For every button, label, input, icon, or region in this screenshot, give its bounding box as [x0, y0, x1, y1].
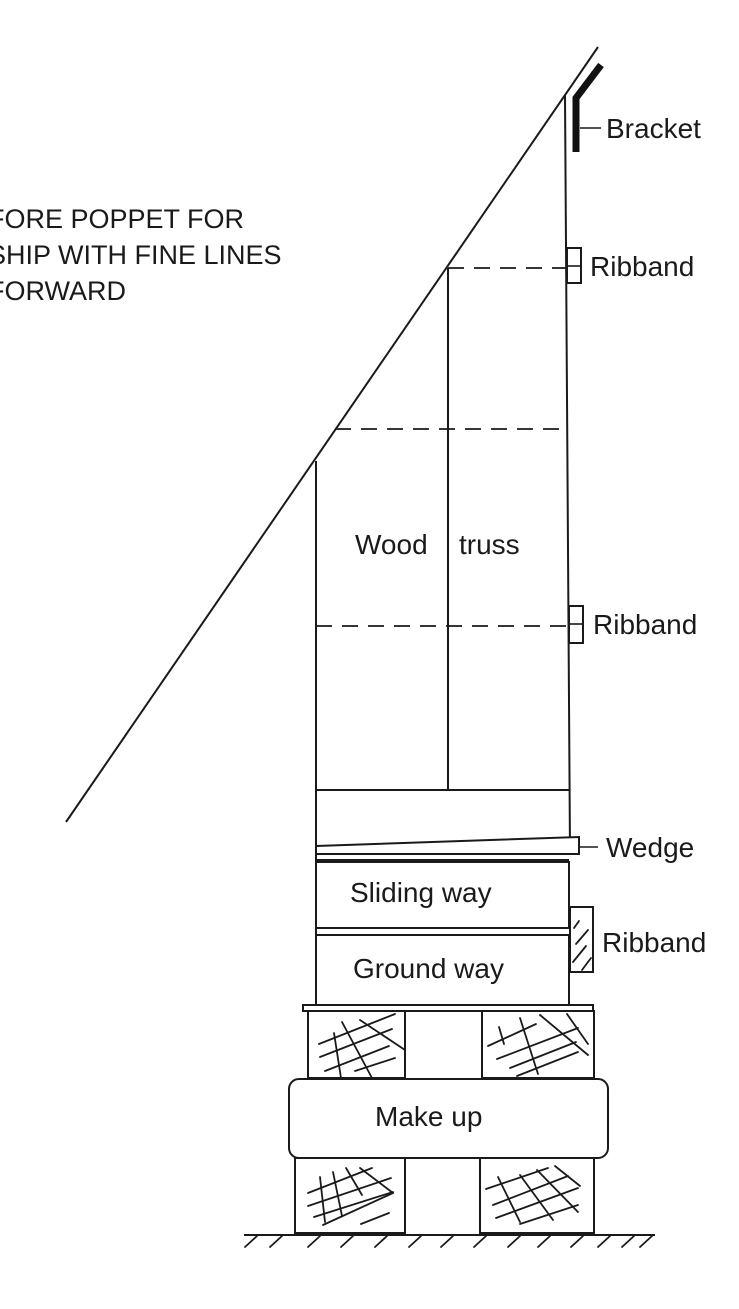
bracket	[572, 62, 604, 152]
ribband-bottom-label: Ribband	[602, 927, 706, 958]
wood-label: Wood	[355, 529, 428, 560]
ribband-bottom-hatching	[572, 920, 592, 971]
ground-hatching	[244, 1235, 653, 1248]
title-line-3: FORWARD	[0, 276, 126, 306]
wedge-label: Wedge	[606, 832, 694, 863]
sliding-way-label: Sliding way	[350, 877, 492, 908]
block-lower-left-hatching	[307, 1167, 394, 1226]
title-line-2: SHIP WITH FINE LINES	[0, 240, 282, 270]
block-lower-right-hatching	[485, 1165, 581, 1225]
ribband-top-label: Ribband	[590, 251, 694, 282]
sliding-way	[315, 861, 570, 929]
hull-line	[65, 46, 599, 823]
block-upper-right-hatching	[487, 1013, 589, 1077]
base-plate	[302, 1004, 594, 1012]
bracket-label: Bracket	[606, 113, 701, 144]
title-line-1: FORE POPPET FOR	[0, 204, 244, 234]
ribband-bottom	[569, 906, 594, 973]
block-upper-left	[307, 1010, 406, 1079]
block-upper-left-hatching	[318, 1013, 406, 1079]
ground-way-label: Ground way	[353, 953, 504, 984]
wedge	[315, 835, 580, 855]
make-up-label: Make up	[375, 1101, 482, 1132]
make-up	[288, 1078, 609, 1159]
truss-label: truss	[459, 529, 520, 560]
ribband-middle-label: Ribband	[593, 609, 697, 640]
poppet-right-edge	[564, 94, 571, 853]
